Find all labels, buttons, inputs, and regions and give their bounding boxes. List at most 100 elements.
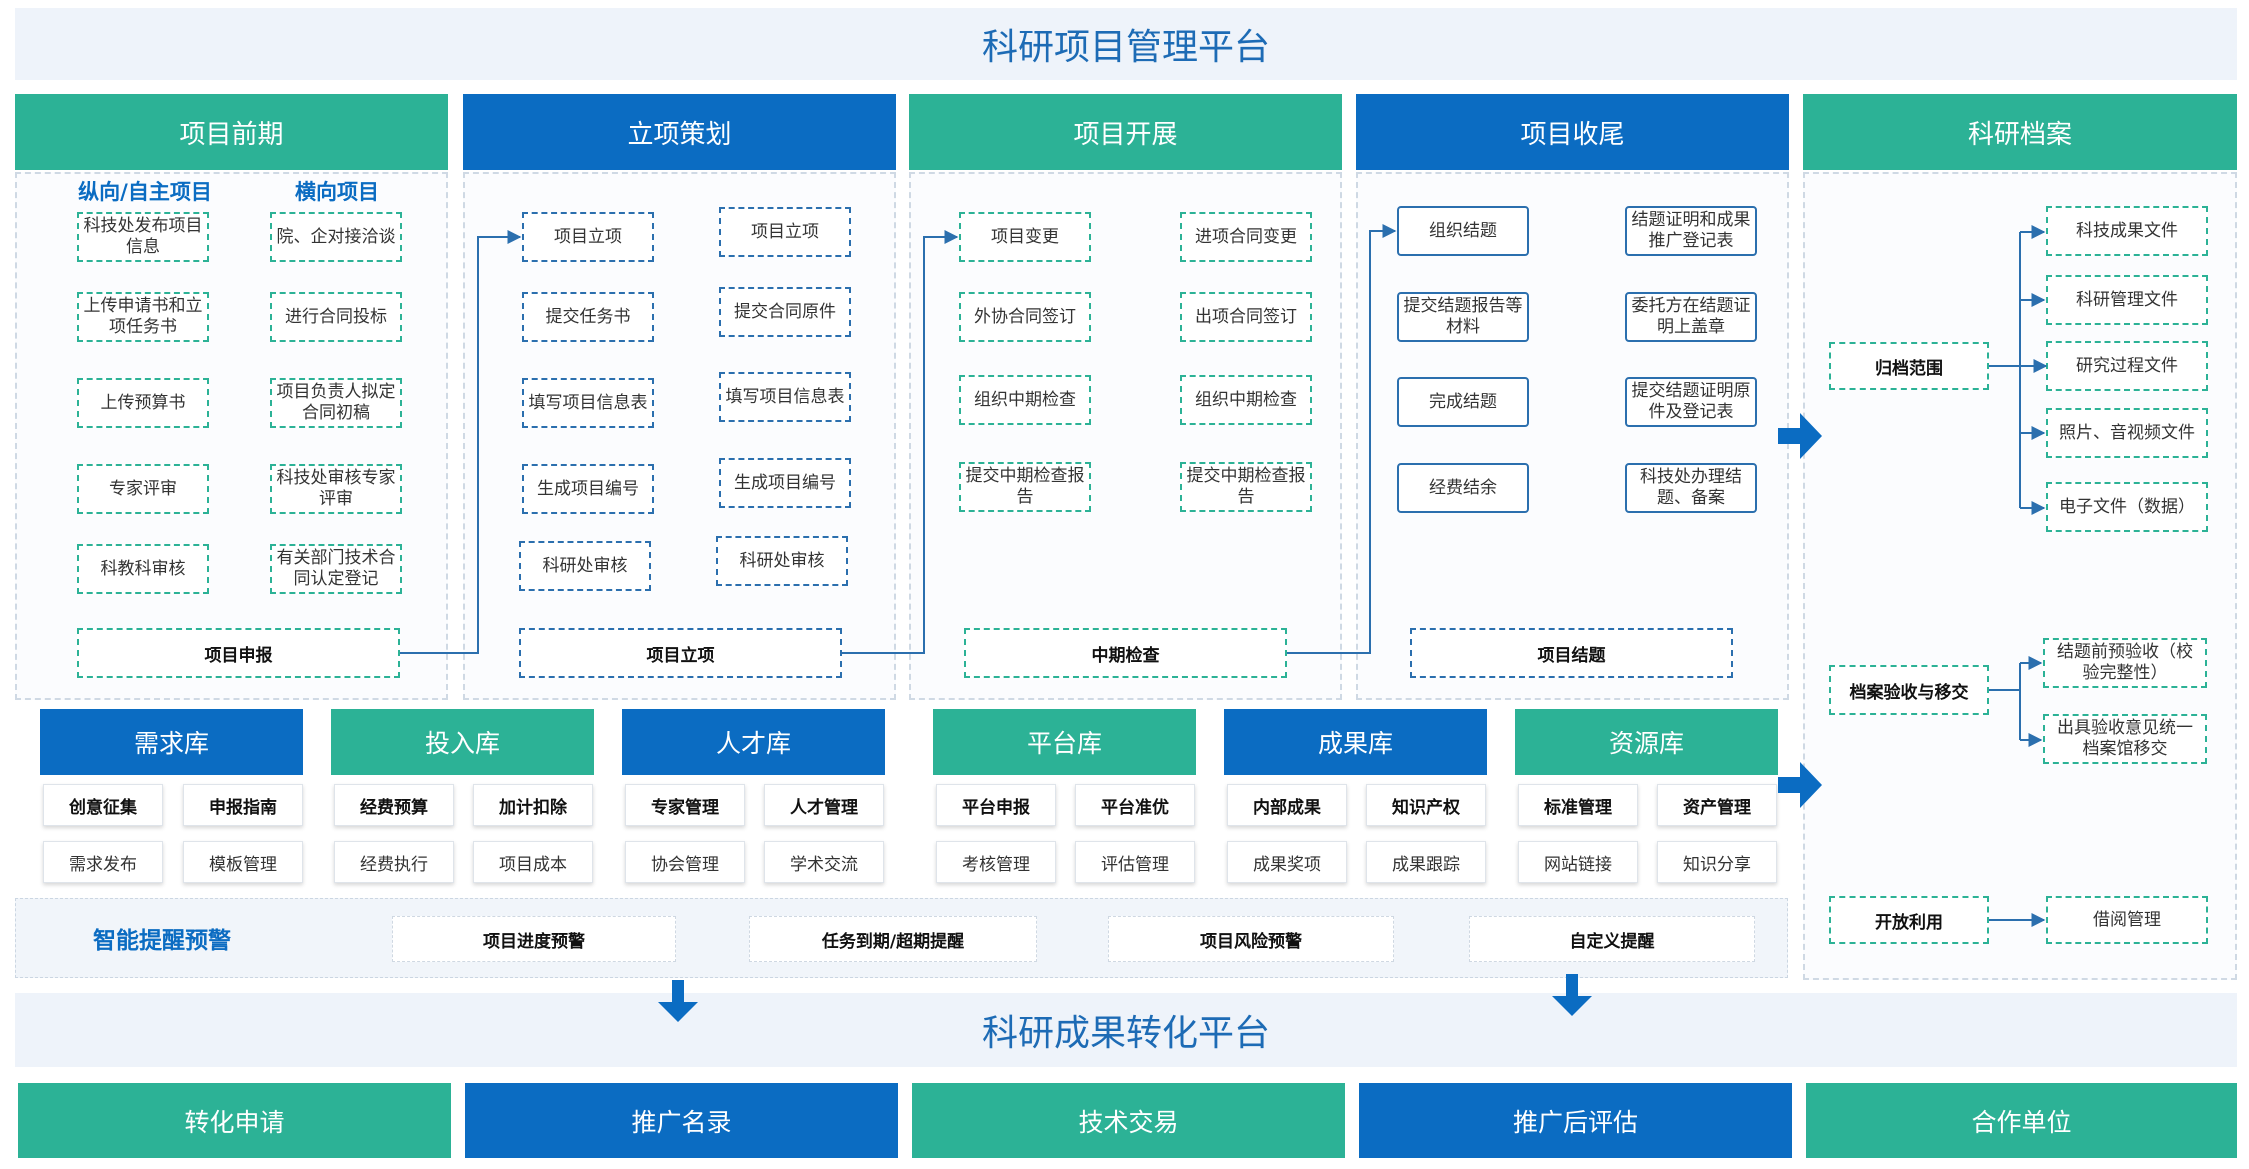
summary-box-xiangmu-jieti[interactable]: 项目结题	[1410, 628, 1733, 678]
summary-box-xiangmu-shenbao[interactable]: 项目申报	[77, 628, 400, 678]
library-cell[interactable]: 学术交流	[764, 841, 884, 883]
step-box[interactable]: 组织中期检查	[959, 375, 1091, 425]
library-cell[interactable]: 平台准优	[1075, 784, 1195, 826]
step-box[interactable]: 上传申请书和立项任务书	[77, 292, 209, 342]
library-cell[interactable]: 模板管理	[183, 841, 303, 883]
step-box[interactable]: 提交中期检查报告	[959, 462, 1091, 512]
library-cell[interactable]: 内部成果	[1227, 784, 1347, 826]
summary-box-xiangmu-lixiang[interactable]: 项目立项	[519, 628, 842, 678]
library-header-rencai[interactable]: 人才库	[622, 709, 885, 775]
bottom-item-label: 转化申请	[184, 1107, 285, 1137]
step-box[interactable]: 外协合同签订	[959, 292, 1091, 342]
step-box[interactable]: 提交中期检查报告	[1180, 462, 1312, 512]
archive-item[interactable]: 科研管理文件	[2046, 275, 2208, 325]
step-box[interactable]: 委托方在结题证明上盖章	[1625, 292, 1757, 342]
library-label: 成果库	[1317, 729, 1393, 758]
step-box[interactable]: 生成项目编号	[719, 458, 851, 508]
bottom-item-tuiguang-pinggu[interactable]: 推广后评估	[1359, 1083, 1792, 1158]
step-box[interactable]: 有关部门技术合同认定登记	[270, 544, 402, 594]
library-cell[interactable]: 网站链接	[1518, 841, 1638, 883]
archive-item[interactable]: 出具验收意见统一档案馆移交	[2043, 714, 2207, 764]
library-cell[interactable]: 创意征集	[43, 784, 163, 826]
section-header-dangan[interactable]: 科研档案	[1803, 94, 2237, 170]
step-box[interactable]: 填写项目信息表	[719, 372, 851, 422]
step-box[interactable]: 结题证明和成果推广登记表	[1625, 206, 1757, 256]
section-header-lixiang[interactable]: 立项策划	[463, 94, 896, 170]
warning-item[interactable]: 任务到期/超期提醒	[749, 916, 1037, 962]
step-box[interactable]: 项目立项	[522, 212, 654, 262]
bottom-item-hezuo-danwei[interactable]: 合作单位	[1806, 1083, 2237, 1158]
warning-item[interactable]: 项目风险预警	[1108, 916, 1394, 962]
library-header-xuqiu[interactable]: 需求库	[40, 709, 303, 775]
library-header-ziyuan[interactable]: 资源库	[1515, 709, 1778, 775]
library-cell[interactable]: 标准管理	[1518, 784, 1638, 826]
warning-item[interactable]: 自定义提醒	[1469, 916, 1755, 962]
step-box[interactable]: 上传预算书	[77, 378, 209, 428]
warning-item[interactable]: 项目进度预警	[392, 916, 676, 962]
step-box[interactable]: 组织结题	[1397, 206, 1529, 256]
library-cell[interactable]: 知识产权	[1366, 784, 1486, 826]
library-cell[interactable]: 申报指南	[183, 784, 303, 826]
section-header-shouwei[interactable]: 项目收尾	[1356, 94, 1789, 170]
library-cell[interactable]: 知识分享	[1657, 841, 1777, 883]
archive-item[interactable]: 电子文件（数据）	[2046, 482, 2208, 532]
library-header-pingtai[interactable]: 平台库	[933, 709, 1196, 775]
archive-item[interactable]: 研究过程文件	[2046, 341, 2208, 391]
archive-acceptance-box[interactable]: 档案验收与移交	[1829, 665, 1989, 715]
step-box[interactable]: 项目变更	[959, 212, 1091, 262]
archive-open-use-box[interactable]: 开放利用	[1829, 896, 1989, 944]
step-box[interactable]: 生成项目编号	[522, 464, 654, 514]
library-cell[interactable]: 成果跟踪	[1366, 841, 1486, 883]
column-title-zongxiang: 纵向/自主项目	[78, 180, 212, 204]
summary-box-zhongqi-jiancha[interactable]: 中期检查	[964, 628, 1287, 678]
bottom-item-tuiguang-minglu[interactable]: 推广名录	[465, 1083, 898, 1158]
library-cell[interactable]: 加计扣除	[473, 784, 593, 826]
step-box[interactable]: 项目负责人拟定合同初稿	[270, 378, 402, 428]
library-cell[interactable]: 专家管理	[625, 784, 745, 826]
library-cell[interactable]: 经费预算	[334, 784, 454, 826]
library-cell[interactable]: 平台申报	[936, 784, 1056, 826]
bottom-item-zhuanhua-shenqing[interactable]: 转化申请	[18, 1083, 451, 1158]
step-box[interactable]: 院、企对接洽谈	[270, 212, 402, 262]
step-box[interactable]: 完成结题	[1397, 377, 1529, 427]
step-box[interactable]: 提交结题证明原件及登记表	[1625, 377, 1757, 427]
archive-scope-box[interactable]: 归档范围	[1829, 342, 1989, 390]
step-box[interactable]: 进行合同投标	[270, 292, 402, 342]
library-cell[interactable]: 考核管理	[936, 841, 1056, 883]
section-header-qianqi[interactable]: 项目前期	[15, 94, 448, 170]
step-box[interactable]: 科研处审核	[519, 541, 651, 591]
step-box[interactable]: 提交结题报告等材料	[1397, 292, 1529, 342]
library-header-chengguo[interactable]: 成果库	[1224, 709, 1487, 775]
step-box[interactable]: 提交合同原件	[719, 287, 851, 337]
library-cell[interactable]: 人才管理	[764, 784, 884, 826]
archive-item[interactable]: 借阅管理	[2046, 896, 2208, 944]
step-box[interactable]: 填写项目信息表	[522, 378, 654, 428]
step-box[interactable]: 专家评审	[77, 464, 209, 514]
step-box[interactable]: 组织中期检查	[1180, 375, 1312, 425]
library-header-touru[interactable]: 投入库	[331, 709, 594, 775]
step-box[interactable]: 科技处审核专家评审	[270, 464, 402, 514]
step-box[interactable]: 经费结余	[1397, 463, 1529, 513]
column-title-hengxiang: 横向项目	[295, 180, 379, 204]
step-box[interactable]: 提交任务书	[522, 292, 654, 342]
archive-item[interactable]: 照片、音视频文件	[2046, 408, 2208, 458]
step-box[interactable]: 科技处发布项目信息	[77, 212, 209, 262]
bottom-item-jishu-jiaoyi[interactable]: 技术交易	[912, 1083, 1345, 1158]
step-box[interactable]: 出项合同签订	[1180, 292, 1312, 342]
step-box[interactable]: 进项合同变更	[1180, 212, 1312, 262]
library-cell[interactable]: 资产管理	[1657, 784, 1777, 826]
step-box[interactable]: 科研处审核	[716, 536, 848, 586]
section-header-kaizhan[interactable]: 项目开展	[909, 94, 1342, 170]
step-box[interactable]: 项目立项	[719, 207, 851, 257]
library-cell[interactable]: 成果奖项	[1227, 841, 1347, 883]
platform-banner-zhuanhua: 科研成果转化平台	[15, 993, 2237, 1067]
library-cell[interactable]: 评估管理	[1075, 841, 1195, 883]
archive-item[interactable]: 结题前预验收（校验完整性）	[2043, 638, 2207, 688]
library-cell[interactable]: 需求发布	[43, 841, 163, 883]
archive-item[interactable]: 科技成果文件	[2046, 206, 2208, 256]
library-cell[interactable]: 协会管理	[625, 841, 745, 883]
step-box[interactable]: 科教科审核	[77, 544, 209, 594]
step-box[interactable]: 科技处办理结题、备案	[1625, 463, 1757, 513]
library-cell[interactable]: 项目成本	[473, 841, 593, 883]
library-cell[interactable]: 经费执行	[334, 841, 454, 883]
